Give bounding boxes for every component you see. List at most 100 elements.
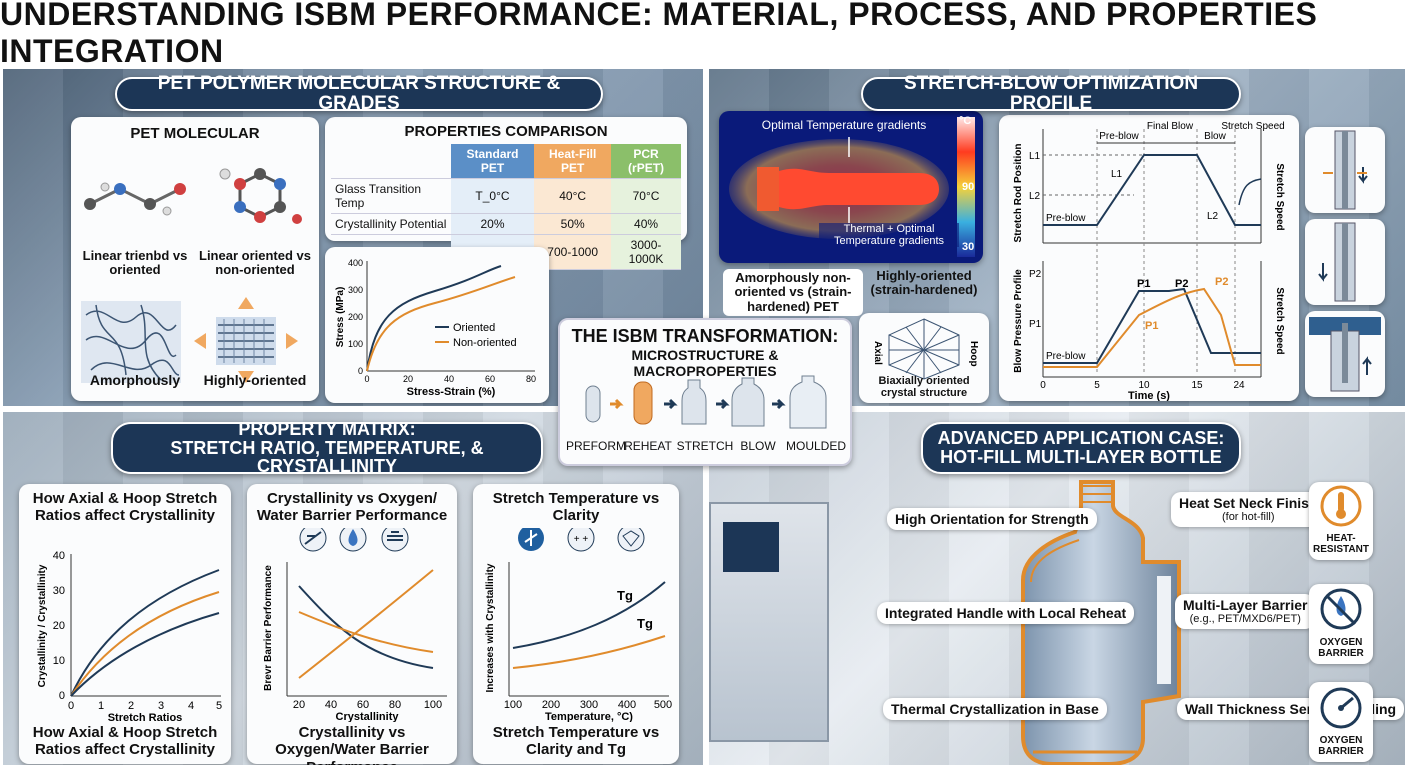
chart2-ylabel: Brevr Barrier Performance: [263, 565, 274, 691]
pet-panel-banner: PET POLYMER MOLECULAR STRUCTURE & GRADES: [115, 74, 603, 113]
ytick-l1: L1: [1029, 151, 1041, 162]
row-label: Glass Transition Temp: [331, 178, 451, 215]
xtick: 2: [128, 700, 134, 712]
ring-molecule-icon: [219, 168, 302, 224]
temperature-scale: [957, 117, 975, 257]
xtick: 60: [485, 374, 495, 384]
xtick: 300: [580, 699, 598, 711]
ytick: 100: [348, 339, 363, 349]
thermal-label-bottom: Thermal + Optimal Temperature gradients: [819, 223, 959, 248]
xtick: 0: [68, 700, 74, 712]
step-reheat: REHEAT: [624, 439, 672, 453]
gauge-icon: [1320, 687, 1362, 729]
bottom-right-ylabel: Stretch Speed: [1274, 287, 1285, 354]
xtick: 100: [424, 699, 442, 711]
badge-oxygen-barrier-label-1: OXYGEN BARRIER: [1318, 637, 1364, 659]
col-heat-fill-pet: Heat-Fill PET: [534, 144, 612, 180]
matrix-banner-line2: STRETCH RATIO, TEMPERATURE, & CRYSTALLIN…: [170, 437, 484, 477]
xtick: 40: [325, 699, 337, 711]
label-l2: L2: [1207, 211, 1219, 222]
ytick: 0: [358, 366, 363, 376]
stretch-panel-banner: STRETCH-BLOW OPTIMIZATION PROFILE: [861, 74, 1241, 113]
ytick: 10: [53, 655, 65, 667]
callout-neck-sub: (for hot-fill): [1221, 511, 1275, 524]
chart1-xlabel: Stretch Ratios: [108, 712, 183, 722]
step-stretch: STRETCH: [676, 439, 734, 453]
phase-preblow: Pre-blow: [1099, 131, 1139, 142]
chart2-title: Crystallinity vs Oxygen/ Water Barrier P…: [256, 490, 448, 525]
col-standard-pet: Standard PET: [450, 144, 535, 180]
ytick: 0: [59, 690, 65, 702]
center-title-2: MICROSTRUCTURE & MACROPROPERTIES: [631, 346, 779, 379]
xtick: 80: [526, 374, 536, 384]
callout-barrier: Multi-Layer Barrier (e.g., PET/MXD6/PET): [1175, 594, 1316, 629]
xtick: 100: [504, 699, 522, 711]
svg-text:+ +: + +: [574, 534, 589, 545]
scale-low: 30: [962, 241, 975, 253]
arrow-icon: [610, 398, 624, 410]
ytick-p1: P1: [1029, 319, 1042, 330]
profile-chart-card: Stretch Rod Position Stretch Speed L1 L2…: [999, 115, 1299, 402]
diamond-clarity-icon: [617, 528, 645, 552]
step-moulded: MOULDED: [785, 439, 846, 453]
preform-icon: [585, 385, 601, 423]
page-title: UNDERSTANDING ISBM PERFORMANCE: MATERIAL…: [0, 0, 1318, 69]
callout-orientation: High Orientation for Strength: [887, 508, 1097, 531]
xtick: 20: [403, 374, 413, 384]
isbm-steps-illustration: [585, 375, 827, 429]
stretch-icon: [681, 379, 707, 425]
oxygen-barrier-icon: [1320, 588, 1362, 630]
barrier-card: Crystallinity vs Oxygen/ Water Barrier P…: [247, 484, 457, 765]
pet-molecular-card: PET MOLECULAR Linear trienbd vs oriented…: [71, 117, 319, 401]
series-pressure-blue: [1043, 287, 1261, 364]
cell: 40°C: [534, 178, 612, 215]
step-preform: PREFORM: [566, 439, 626, 453]
ytick: 200: [348, 312, 363, 322]
preform-body: [779, 168, 939, 210]
stress-strain-card: 0 100 200 300 400 0 20 40 60 80 Stress-S…: [325, 247, 549, 403]
arrow-icon: [772, 398, 786, 410]
callout-handle: Integrated Handle with Local Reheat: [877, 602, 1135, 625]
clarity-chart: + + 100 200 300 400 500 Temperature, °C)…: [485, 528, 672, 722]
series-oriented: [366, 265, 502, 372]
rod-diagram-1: [1305, 127, 1385, 213]
stretch-ratio-chart: 0 10 20 30 40 0 1 2 3 4 5 Stretch Ratios…: [37, 550, 222, 722]
ytick-p2: P2: [1029, 269, 1042, 280]
chart1-ylabel: Crystallinity / Crystallinity: [37, 564, 48, 687]
barrier-icons: [299, 528, 409, 552]
series-combined: [70, 612, 220, 697]
thermal-preform-image: [729, 117, 975, 257]
series-axial: [70, 569, 220, 697]
properties-title: PROPERTIES COMPARISON: [404, 123, 608, 140]
xtick: 20: [293, 699, 305, 711]
badge-heat-resistant-label: HEAT-RESISTANT: [1313, 533, 1369, 555]
legend-non-oriented: Non-oriented: [453, 337, 517, 349]
stretch-rod-icon: [1323, 130, 1368, 210]
callout-base: Thermal Crystallization in Base: [883, 698, 1107, 721]
properties-comparison-card: PROPERTIES COMPARISON Standard PET Heat-…: [325, 117, 687, 271]
label-tg-upper: Tg: [617, 588, 633, 603]
xtick: 3: [158, 700, 164, 712]
series-rod-position: [1043, 154, 1261, 226]
xtick: 5: [216, 700, 222, 712]
scale-unit: °C: [959, 115, 972, 127]
label-preblow-bottom: Pre-blow: [1046, 351, 1086, 362]
oxygen-icon: [299, 528, 327, 552]
cell: T_0°C: [450, 178, 535, 215]
crystal-diagram-card: Axial Hoop Biaxially oriented crystal st…: [859, 313, 989, 403]
label-linear-oriented: Linear oriented vs non-oriented: [199, 248, 311, 278]
preform-neck: [757, 167, 779, 211]
stress-ylabel: Stress (MPa): [335, 287, 346, 348]
biaxial-crystal-icon: Axial Hoop: [872, 318, 979, 380]
application-panel: ADVANCED APPLICATION CASE: HOT-FILL MULT…: [706, 409, 1408, 768]
app-banner-line1: ADVANCED APPLICATION CASE:: [937, 428, 1225, 449]
badge-heat-resistant: HEAT-RESISTANT: [1309, 482, 1373, 560]
legend-oriented: Oriented: [453, 322, 495, 334]
series-clarity-orange: [512, 635, 666, 669]
stretch-blow-profile-chart: Stretch Rod Position Stretch Speed L1 L2…: [1013, 121, 1285, 402]
xtick: 0: [364, 374, 369, 384]
profile-xlabel: Time (s): [1128, 390, 1170, 401]
xtick: 80: [389, 699, 401, 711]
oriented-chains-icon: [194, 297, 298, 383]
label-p1-blue: P1: [1137, 278, 1150, 290]
